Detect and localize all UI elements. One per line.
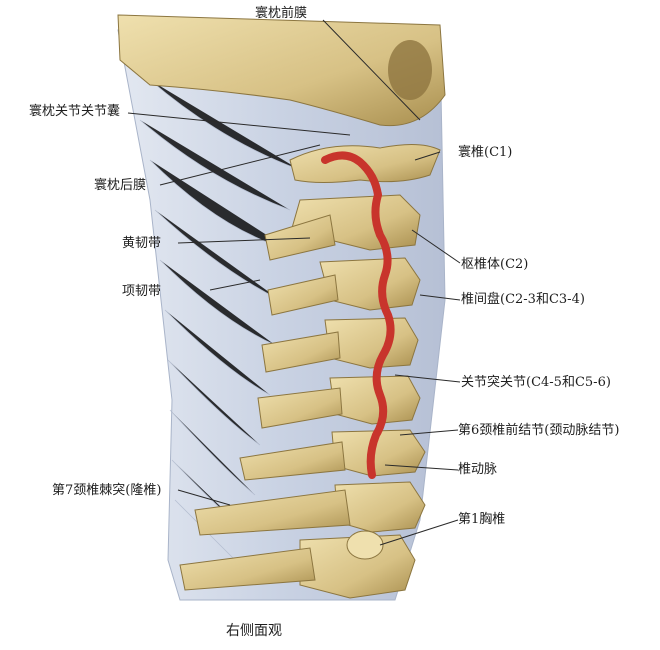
label-vertebral-artery: 椎动脉 (458, 462, 498, 477)
spinous-c6 (239, 441, 346, 481)
spinous-c4 (261, 331, 341, 373)
label-c6-carotid-tubercle: 第6颈椎前结节(颈动脉结节) (458, 423, 620, 438)
view-caption: 右侧面观 (226, 623, 282, 639)
ligament-fibers (139, 79, 301, 561)
spinous-c5 (257, 387, 343, 429)
spinous-c3 (267, 274, 339, 316)
label-c7-spinous-process: 第7颈椎棘突(隆椎) (52, 483, 162, 498)
spinous-c2 (264, 214, 336, 261)
spinous-c7 (194, 489, 351, 536)
label-intervertebral-disc: 椎间盘(C2-3和C3-4) (461, 292, 585, 307)
occipital-condyle (388, 40, 432, 100)
label-axis: 枢椎体(C2) (461, 257, 529, 272)
spinous-t1 (179, 547, 316, 591)
vertebral-artery (321, 151, 395, 479)
leader-lines (127, 19, 461, 546)
label-facet-joints: 关节突关节(C4-5和C5-6) (461, 375, 611, 390)
label-occipital-anterior-membrane: 寰枕前膜 (255, 6, 308, 21)
label-atlas: 寰椎(C1) (458, 145, 513, 160)
label-posterior-atlanto-occipital-membrane: 寰枕后膜 (94, 178, 147, 193)
label-atlanto-occipital-capsule: 寰枕关节关节囊 (29, 104, 121, 119)
vertebral-column (179, 194, 426, 599)
occipital-bone (117, 14, 446, 127)
label-ligamentum-nuchae: 项韧带 (122, 284, 162, 299)
vertebra-t1 (299, 534, 416, 599)
t1-rib-head (346, 530, 384, 560)
label-ligamentum-flavum: 黄韧带 (122, 236, 162, 251)
label-t1-vertebra: 第1胸椎 (458, 512, 506, 527)
